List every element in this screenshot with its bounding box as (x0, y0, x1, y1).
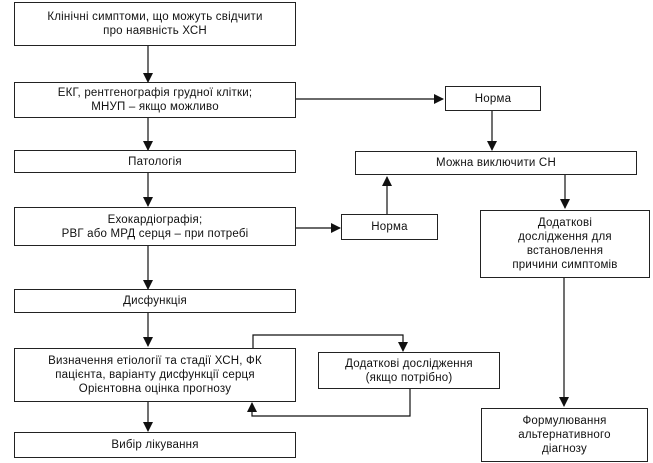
node-text-line: причини симптомів (512, 259, 618, 271)
node-text-line: Дисфункція (123, 295, 187, 307)
node-text-line: Ехокардіографія; (107, 213, 203, 226)
node-extra-tests-if-needed: Додаткові дослідження(якщо потрібно) (318, 352, 500, 389)
node-text-line: Клінічні симптоми, що можуть свідчити (47, 11, 263, 23)
node-echocardiography: Ехокардіографія;РВГ або МРД серця – при … (14, 207, 296, 246)
node-text-line: ЕКГ, рентгенографія грудної клітки; (57, 87, 253, 99)
node-text-line: Норма (371, 221, 408, 233)
node-norm-top: Норма (445, 86, 541, 111)
node-extra-tests-cause: Додаткові дослідження для встановлення прич… (480, 210, 650, 278)
node-text-line: про наявність ХСН (103, 25, 207, 37)
node-text-line: Норма (474, 92, 512, 105)
node-text-line: Визначення етіології та стадії ХСН, ФК (48, 355, 262, 367)
node-text-line: Орієнтовна оцінка прогнозу (78, 383, 232, 395)
node-dysfunction: Дисфункція (14, 289, 296, 313)
node-text-line: Додаткові (537, 217, 593, 229)
node-text-line: діагнозу (542, 443, 587, 455)
node-ecg-xray: ЕКГ, рентгенографія грудної клітки; МНУП … (14, 82, 296, 118)
node-text-line: Додаткові дослідження (345, 357, 473, 370)
node-clinical-symptoms: Клінічні симптоми, що можуть свідчити про… (14, 2, 296, 46)
node-alternative-diagnosis: Формулювання альтернативного діагнозу (481, 408, 648, 462)
node-text-line: РВГ або МРД серця – при потребі (61, 227, 249, 240)
node-etiology-stage: Визначення етіології та стадії ХСН, ФК па… (14, 348, 296, 402)
node-text-line: (якщо потрібно) (365, 371, 453, 384)
node-text-line: альтернативного (518, 429, 611, 441)
edge-extra-if-needed-etiology (247, 388, 411, 417)
node-text-line: Можна виключити СН (436, 157, 556, 169)
node-treatment-choice: Вибір лікування (14, 432, 296, 458)
node-pathology: Патологія (14, 150, 296, 173)
node-text-line: дослідження для (518, 231, 612, 243)
node-text-line: встановлення (526, 245, 604, 257)
node-text-line: пацієнта, варіанту дисфункції серця (55, 369, 255, 381)
node-text-line: Патологія (128, 155, 182, 168)
node-text-line: Формулювання (522, 415, 607, 427)
node-norm-mid: Норма (341, 214, 438, 240)
node-text-line: Вибір лікування (111, 439, 199, 451)
node-exclude-hf: Можна виключити СН (355, 151, 637, 175)
edge-etiology-extra-if-needed (252, 334, 408, 352)
node-text-line: МНУП – якщо можливо (91, 101, 219, 113)
